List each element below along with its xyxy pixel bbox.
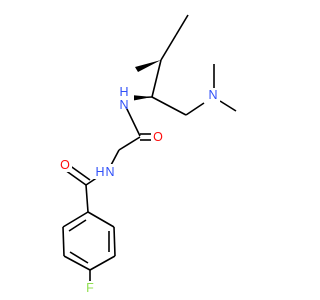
structure-diagram: N H O N H O N F xyxy=(58,14,237,296)
atom-labels: N H O N H O N F xyxy=(58,85,220,296)
bond-carbonyl-low-ring xyxy=(85,184,89,213)
atom-symbol-n-dimethyl: N xyxy=(208,88,217,102)
atom-symbol-f: F xyxy=(86,281,94,295)
atom-hydrogen-n-amide-top: H xyxy=(119,85,128,99)
ring-bond-1 xyxy=(87,211,115,228)
bond-carbonyl-top-ch2 xyxy=(118,136,141,151)
atom-symbol-o-top: O xyxy=(153,130,163,144)
bond-c3-c2 xyxy=(151,59,162,98)
atom-symbol-n-amide-top: N xyxy=(119,98,128,112)
bond-carbonyl-low-double-b xyxy=(68,164,91,181)
ring-bond-6 xyxy=(62,211,89,228)
label-background xyxy=(114,91,134,106)
ring-inner-bond-3 xyxy=(68,219,87,232)
bond-ch2-n-dimethyl xyxy=(185,102,205,116)
label-background xyxy=(83,281,97,296)
bond-carbonyl-low-double-a xyxy=(64,169,87,186)
ring-bond-3 xyxy=(89,255,116,271)
ring-bond-4 xyxy=(63,255,91,271)
atom-o-top: O xyxy=(151,130,165,145)
atom-n-amide-top: N H xyxy=(114,85,134,112)
ring-bond-2 xyxy=(113,226,116,257)
ring-inner-bond-2 xyxy=(69,251,89,264)
atom-n-amide-low: N H xyxy=(93,164,115,179)
bond-ethyl-ch3-ch2 xyxy=(175,14,189,36)
bond-ethyl-ch2-c3 xyxy=(160,34,177,61)
bond-n-dimethyl-methyl-lower xyxy=(219,100,237,112)
wedge-bond-methyl xyxy=(135,60,161,72)
bond-c2-ch2 xyxy=(151,96,187,116)
label-background xyxy=(58,157,72,172)
bonds xyxy=(62,14,237,283)
ring-bond-5 xyxy=(62,226,65,257)
label-background xyxy=(93,164,115,179)
atom-symbol-n-amide-low: N xyxy=(105,165,114,179)
atom-n-dimethyl: N xyxy=(206,88,220,103)
bond-nh-top-carbonyl xyxy=(125,106,141,137)
wedge-bond-c2-nh xyxy=(131,95,152,101)
label-background xyxy=(206,88,220,103)
label-background xyxy=(151,130,165,145)
atom-hydrogen-n-amide-low: H xyxy=(95,165,104,179)
atom-o-low: O xyxy=(58,157,72,172)
atom-symbol-o-low: O xyxy=(60,158,70,172)
atom-f: F xyxy=(83,281,97,296)
